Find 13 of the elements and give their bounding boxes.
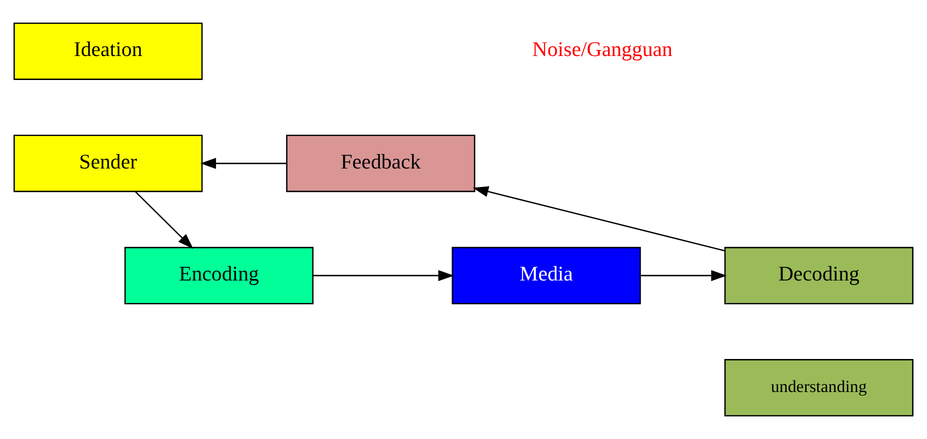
arrow xyxy=(472,186,725,252)
arrow xyxy=(312,270,454,282)
arrow xyxy=(640,270,727,282)
node-box: Ideation xyxy=(14,22,203,80)
node-box: Encoding xyxy=(124,246,314,304)
arrow xyxy=(200,158,287,169)
node-box: Media xyxy=(452,246,641,304)
node-box: Sender xyxy=(14,134,203,192)
node-box: understanding xyxy=(724,359,914,416)
node-box: Feedback xyxy=(286,134,476,192)
arrow xyxy=(135,191,194,249)
node-box: Decoding xyxy=(724,246,914,304)
label: Noise/Gangguan xyxy=(532,37,672,62)
